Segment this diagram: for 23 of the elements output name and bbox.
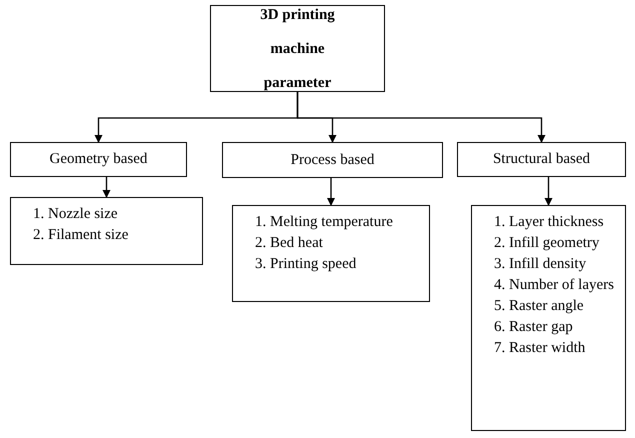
arrow <box>327 178 335 206</box>
list-item: 3. Printing speed <box>255 255 358 274</box>
category-box: Process based <box>222 142 443 178</box>
list-box <box>10 197 203 265</box>
title-box: 3D printing machine parameter <box>210 5 385 92</box>
list-item: 4. Number of layers <box>494 276 615 295</box>
list-box <box>471 205 626 431</box>
list-item: 1. Nozzle size <box>33 205 119 224</box>
list-item: 6. Raster gap <box>494 318 574 337</box>
arrow <box>296 92 546 143</box>
list-item: 7. Raster width <box>494 339 586 358</box>
list-item: 2. Infill geometry <box>494 234 600 253</box>
arrow <box>102 177 110 198</box>
arrow <box>544 177 552 206</box>
list-item: 2. Bed heat <box>255 234 324 253</box>
list-item: 1. Layer thickness <box>494 213 605 232</box>
list-item: 3. Infill density <box>494 255 588 274</box>
list-box <box>232 205 430 302</box>
list-item: 5. Raster angle <box>494 297 585 316</box>
list-item: 1. Melting temperature <box>255 213 394 232</box>
list-item: 2. Filament size <box>33 226 130 245</box>
category-box: Geometry based <box>10 142 187 177</box>
category-box: Structural based <box>457 142 626 177</box>
